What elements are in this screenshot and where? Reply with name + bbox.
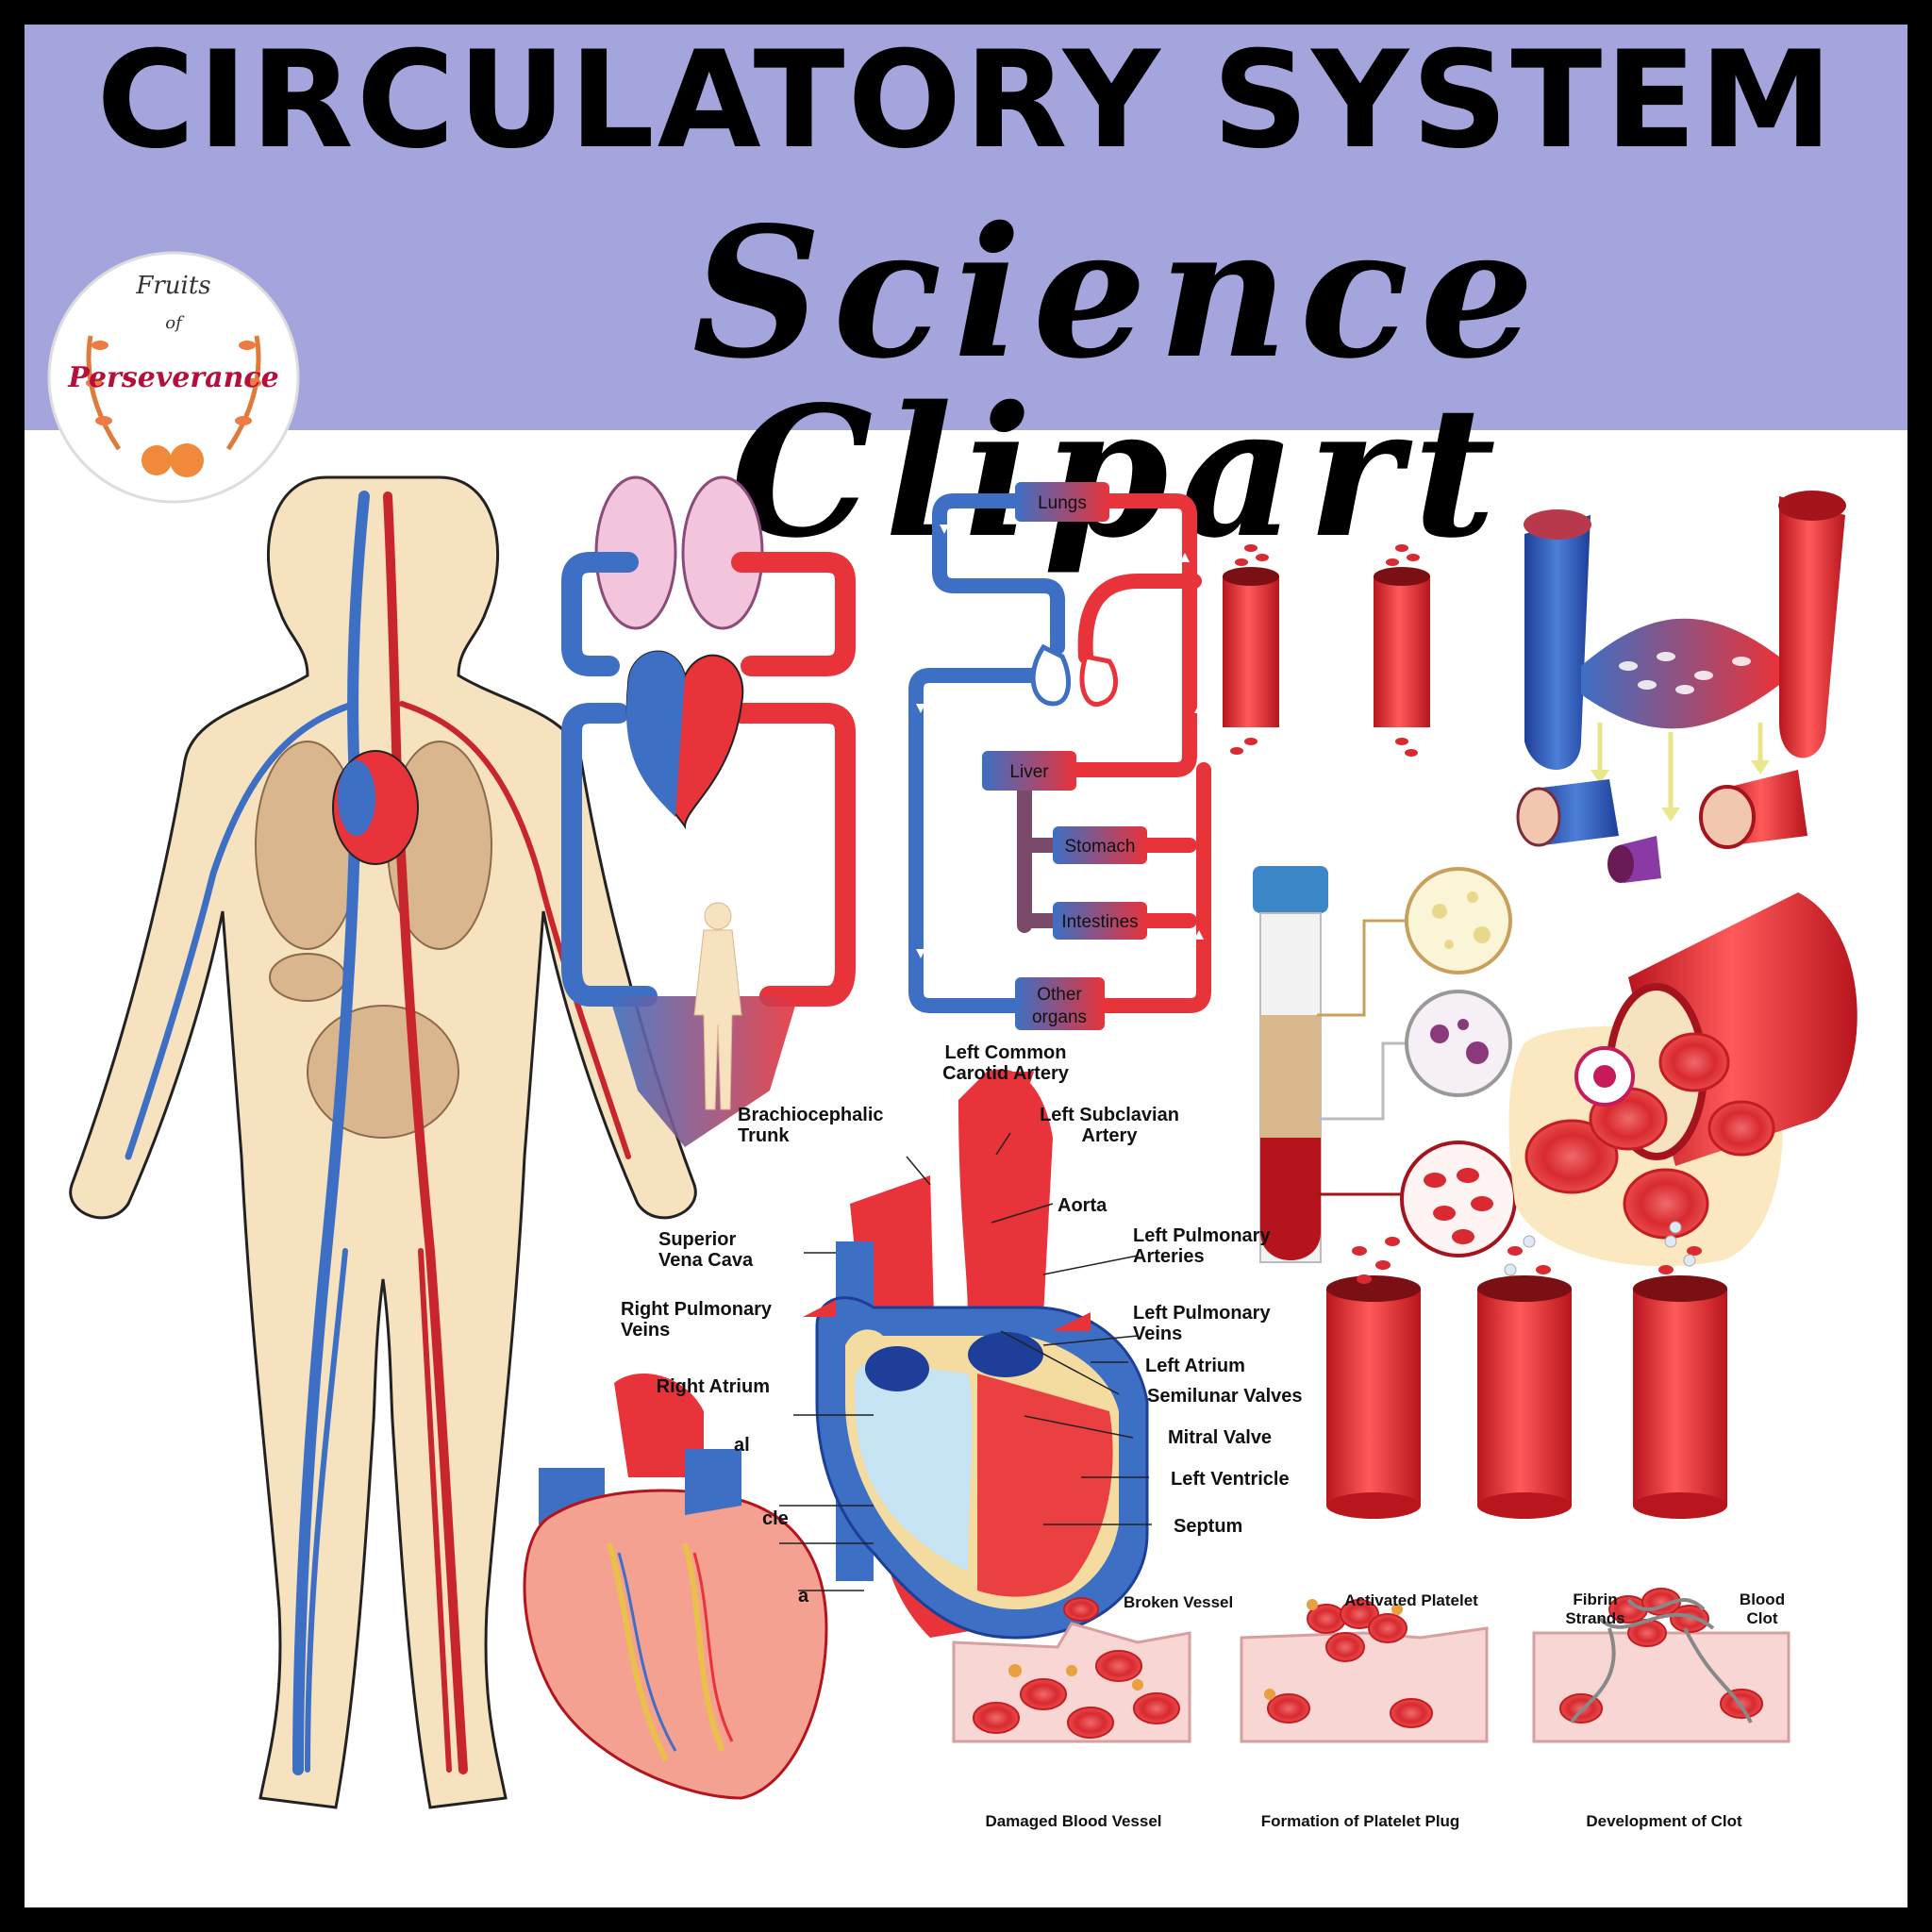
blood-cells-vessel	[1508, 892, 1857, 1267]
human-body-illustration	[69, 475, 697, 1809]
label-fibrin-strands-2: Strands	[1565, 1609, 1624, 1627]
label-fibrin-strands-1: Fibrin	[1573, 1591, 1617, 1608]
flow-label-stomach: Stomach	[1065, 837, 1136, 857]
double-circulation-diagram	[561, 475, 856, 1147]
label-left-common-carotid-2: Carotid Artery	[942, 1063, 1070, 1084]
damaged-vessel-panel	[952, 1597, 1191, 1743]
label-left-pulmonary-veins-2: Veins	[1133, 1324, 1182, 1344]
label-right-atrium: Right Atrium	[657, 1376, 770, 1397]
label-left-subclavian-1: Left Subclavian	[1040, 1105, 1179, 1125]
page-subtitle: Science Clipart	[691, 188, 1546, 577]
flow-label-lungs: Lungs	[1038, 493, 1087, 513]
label-blood-clot-2: Clot	[1746, 1609, 1777, 1627]
label-left-subclavian-2: Artery	[1082, 1125, 1139, 1146]
page-title: CIRCULATORY SYSTEM	[96, 25, 1836, 178]
label-right-pulmonary-veins-2: Veins	[621, 1320, 670, 1341]
external-heart-illustration	[523, 1374, 828, 1800]
label-inferior-vena-cava-partial: a	[798, 1586, 809, 1607]
label-left-ventricle: Left Ventricle	[1171, 1469, 1290, 1490]
brand-logo: Fruits of Perseverance	[47, 251, 300, 504]
label-left-pulmonary-arteries-1: Left Pulmonary	[1133, 1225, 1271, 1246]
label-aorta: Aorta	[1058, 1195, 1108, 1216]
label-brachiocephalic-1: Brachiocephalic	[738, 1105, 884, 1125]
label-left-pulmonary-veins-1: Left Pulmonary	[1133, 1303, 1271, 1324]
logo-text-1: Fruits	[135, 272, 210, 300]
vessel-types-illustration	[1516, 491, 1846, 883]
label-semilunar-valves: Semilunar Valves	[1147, 1386, 1303, 1407]
label-left-atrium: Left Atrium	[1145, 1356, 1245, 1376]
flow-box-other-organs: Other organs	[1015, 977, 1105, 1030]
clipart-illustrations: Fruits of Perseverance	[47, 251, 1857, 1830]
canvas: CIRCULATORY SYSTEM Science Clipart Fruit…	[25, 25, 1907, 1907]
label-septum: Septum	[1174, 1516, 1242, 1537]
flow-label-intestines: Intestines	[1061, 912, 1138, 932]
label-mitral-valve: Mitral Valve	[1168, 1427, 1272, 1448]
vessel-cylinders-bottom	[1326, 1221, 1727, 1519]
label-broken-vessel: Broken Vessel	[1124, 1593, 1233, 1611]
organ-flow-chart: Lungs Liver Stomach Intestines Other org…	[908, 482, 1211, 1030]
title-banner	[25, 25, 1907, 430]
flow-label-other-2: organs	[1032, 1008, 1087, 1027]
label-left-common-carotid-1: Left Common	[945, 1042, 1067, 1063]
label-right-pulmonary-veins-1: Right Pulmonary	[621, 1299, 773, 1320]
caption-damaged-vessel: Damaged Blood Vessel	[985, 1812, 1161, 1830]
heart-label-group: Left Common Carotid Artery Brachiocephal…	[621, 1042, 1303, 1607]
heart-cross-section	[779, 1069, 1152, 1640]
label-right-ventricle-partial: cle	[762, 1508, 789, 1529]
label-brachiocephalic-2: Trunk	[738, 1125, 790, 1146]
flow-box-liver: Liver	[982, 751, 1076, 791]
logo-text-2: of	[165, 313, 185, 333]
label-blood-clot-1: Blood	[1740, 1591, 1785, 1608]
label-superior-vena-cava-1: Superior	[658, 1229, 736, 1250]
flow-label-other-1: Other	[1037, 985, 1082, 1005]
label-superior-vena-cava-2: Vena Cava	[658, 1250, 754, 1271]
logo-text-3: Perseverance	[67, 361, 279, 394]
caption-platelet-plug: Formation of Platelet Plug	[1261, 1812, 1460, 1830]
flow-box-intestines: Intestines	[1053, 902, 1147, 940]
clotting-sequence: Broken Vessel Activated Platelet Fibrin …	[952, 1588, 1790, 1830]
blood-composition-tube	[1253, 866, 1517, 1263]
label-activated-platelet: Activated Platelet	[1344, 1591, 1478, 1609]
clot-development-panel	[1532, 1588, 1790, 1743]
caption-clot-development: Development of Clot	[1586, 1812, 1742, 1830]
flow-box-stomach: Stomach	[1053, 826, 1147, 864]
vessel-cylinders-top	[1223, 544, 1430, 757]
flow-label-liver: Liver	[1009, 762, 1049, 782]
label-left-pulmonary-arteries-2: Arteries	[1133, 1246, 1205, 1267]
label-tricuspid-partial: al	[734, 1435, 750, 1456]
flow-box-lungs: Lungs	[1015, 482, 1109, 522]
platelet-plug-panel	[1240, 1599, 1489, 1743]
